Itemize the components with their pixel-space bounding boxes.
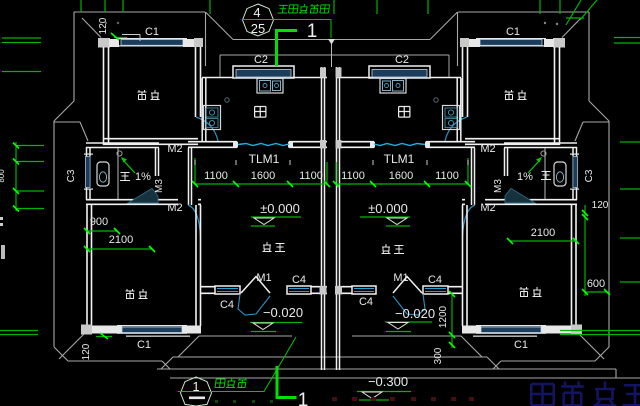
svg-text:4: 4 <box>253 5 260 20</box>
svg-text:800: 800 <box>0 169 6 183</box>
svg-text:±0.000: ±0.000 <box>260 201 300 216</box>
svg-text:C1: C1 <box>137 339 151 351</box>
svg-text:120: 120 <box>592 200 609 211</box>
svg-text:M2: M2 <box>167 202 182 214</box>
svg-text:1%: 1% <box>135 171 151 183</box>
svg-text:M1: M1 <box>393 272 408 284</box>
svg-text:1200: 1200 <box>438 305 449 328</box>
svg-text:2100: 2100 <box>109 234 133 246</box>
svg-text:1100: 1100 <box>435 170 459 182</box>
svg-text:1: 1 <box>192 379 199 394</box>
svg-text:1600: 1600 <box>389 170 413 182</box>
svg-text:M2: M2 <box>480 202 495 214</box>
svg-text:M1: M1 <box>256 272 271 284</box>
svg-text:1: 1 <box>298 390 309 406</box>
svg-text:300: 300 <box>433 347 444 364</box>
svg-text:25: 25 <box>251 21 265 36</box>
svg-text:C2: C2 <box>254 54 268 66</box>
svg-text:600: 600 <box>587 278 605 290</box>
svg-text:M2: M2 <box>480 143 495 155</box>
svg-text:C1: C1 <box>145 26 159 38</box>
svg-text:M3: M3 <box>154 179 165 193</box>
svg-text:1: 1 <box>307 21 318 42</box>
svg-text:900: 900 <box>90 216 108 228</box>
svg-text:1%: 1% <box>517 171 533 183</box>
svg-text:C2: C2 <box>395 54 409 66</box>
svg-text:M3: M3 <box>493 179 504 193</box>
svg-text:−0.020: −0.020 <box>263 305 303 320</box>
svg-text:1100: 1100 <box>204 170 228 182</box>
svg-text:C1: C1 <box>514 339 528 351</box>
svg-text:−0.300: −0.300 <box>368 374 408 389</box>
svg-text:±0.000: ±0.000 <box>368 201 408 216</box>
svg-text:−0.020: −0.020 <box>395 306 435 321</box>
svg-text:TLM1: TLM1 <box>249 152 280 166</box>
svg-text:TLM1: TLM1 <box>384 152 415 166</box>
svg-text:1600: 1600 <box>251 170 275 182</box>
svg-text:120: 120 <box>98 17 109 34</box>
svg-text:1100: 1100 <box>341 170 365 182</box>
svg-text:C4: C4 <box>359 296 373 308</box>
svg-text:C3: C3 <box>66 169 77 182</box>
svg-text:C3: C3 <box>584 169 595 182</box>
svg-text:120: 120 <box>81 343 92 360</box>
svg-text:C4: C4 <box>428 274 442 286</box>
svg-text:2100: 2100 <box>531 227 555 239</box>
svg-text:C4: C4 <box>292 274 306 286</box>
svg-text:M2: M2 <box>167 143 182 155</box>
svg-text:C1: C1 <box>506 26 520 38</box>
svg-text:1100: 1100 <box>299 170 323 182</box>
svg-text:C4: C4 <box>220 299 234 311</box>
